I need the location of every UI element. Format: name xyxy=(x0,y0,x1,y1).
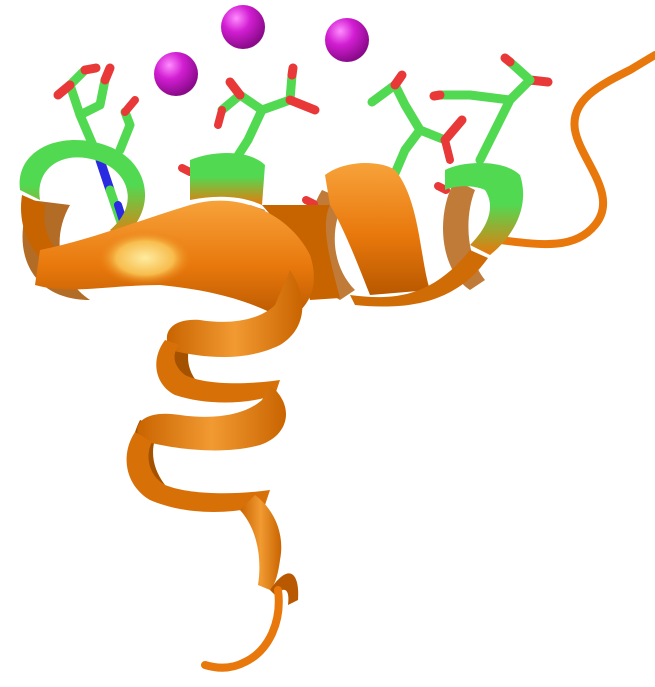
helix-coil xyxy=(240,495,282,590)
helix-coil xyxy=(156,340,280,403)
helix-strand xyxy=(350,250,488,307)
metal-ion xyxy=(221,5,265,49)
metal-ion xyxy=(325,18,369,62)
vertical-helix xyxy=(126,270,303,605)
helix-coil xyxy=(270,573,299,605)
helix-coil xyxy=(445,163,524,255)
helix-coil xyxy=(190,153,265,205)
helix-coil xyxy=(19,140,146,240)
side-chain xyxy=(429,53,553,165)
helix-coil xyxy=(166,270,303,357)
oxygen-stub xyxy=(302,196,318,208)
oxygen-stub xyxy=(178,164,194,176)
metal-ion xyxy=(154,52,198,96)
c-terminal-loop xyxy=(496,51,655,249)
helix-coil xyxy=(325,163,430,295)
n-terminal-loop xyxy=(201,586,283,672)
oxygen-stub xyxy=(434,182,450,194)
top-helix xyxy=(19,140,524,307)
helix-coil xyxy=(21,195,110,285)
helix-coil xyxy=(126,432,270,512)
side-chain xyxy=(214,63,320,170)
ribbon-highlight xyxy=(97,230,193,286)
helix-coil xyxy=(137,385,287,451)
metal-ions xyxy=(154,5,369,96)
side-chain xyxy=(367,70,467,190)
